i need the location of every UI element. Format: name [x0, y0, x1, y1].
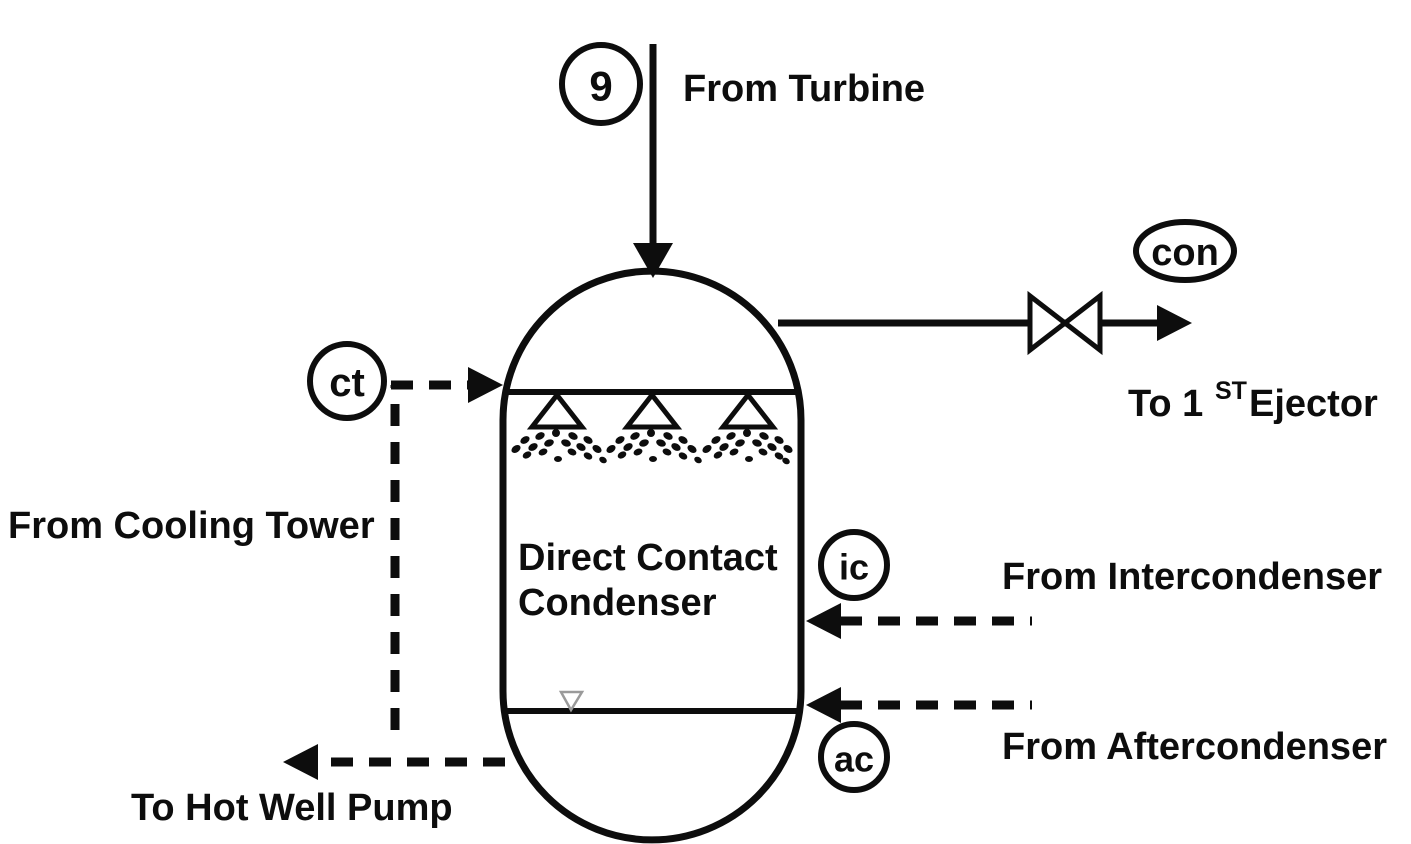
- liquid-level: [505, 690, 800, 714]
- stream-tag-ac: ac: [818, 721, 890, 793]
- tag-con-label: con: [1151, 232, 1219, 274]
- turbine-inlet-pipe: [633, 44, 673, 278]
- valve-left-triangle: [1027, 290, 1070, 356]
- tag-con-ellipse: [1133, 219, 1237, 283]
- gate-valve-con[interactable]: [1027, 290, 1103, 356]
- label-to-hot-well-pump: To Hot Well Pump: [131, 787, 453, 829]
- aftercondenser-feed-line: [806, 687, 1032, 723]
- label-to-first-ejector: To 1 ST Ejector: [1128, 377, 1378, 425]
- intercondenser-arrowhead: [806, 603, 841, 639]
- spray-nozzle-1-droplets: [511, 429, 607, 464]
- tag-ic-circle: [818, 529, 890, 601]
- tag-ct-label: ct: [329, 361, 365, 405]
- turbine-inlet-arrowhead: [633, 243, 673, 278]
- tag-ic-label: ic: [839, 547, 869, 588]
- spray-nozzle-3-cone: [717, 390, 779, 430]
- stream-tag-con: con: [1133, 219, 1237, 283]
- tag-ac-label: ac: [834, 739, 874, 780]
- spray-nozzle-2-droplets: [606, 429, 702, 464]
- tag-ac-circle: [818, 721, 890, 793]
- cooling-tower-feed-line: [390, 367, 503, 730]
- aftercondenser-arrowhead: [806, 687, 841, 723]
- spray-nozzle-2: [606, 390, 702, 464]
- tag-9-label: 9: [589, 63, 612, 110]
- spray-nozzle-3-droplets: [702, 429, 793, 465]
- stream-tag-ct: ct: [307, 341, 387, 421]
- spray-header-assembly: [503, 389, 801, 465]
- equipment-label-line1: Direct Contact: [518, 537, 778, 579]
- spray-nozzle-1-cone: [526, 390, 588, 430]
- ejector-outlet-arrowhead: [1157, 305, 1192, 341]
- spray-nozzle-3: [702, 390, 793, 465]
- cooling-tower-arrowhead: [468, 367, 503, 403]
- tag-ct-circle: [307, 341, 387, 421]
- liquid-level-indicator-triangle: [558, 690, 585, 713]
- label-from-cooling-tower: From Cooling Tower: [8, 505, 375, 547]
- spray-nozzle-1: [511, 390, 607, 464]
- intercondenser-feed-line: [806, 603, 1032, 639]
- equipment-label: Direct Contact Condenser: [518, 537, 778, 624]
- label-from-turbine: From Turbine: [683, 68, 925, 110]
- stream-tag-9: 9: [559, 42, 643, 126]
- label-to-first-ejector-superscript: ST: [1215, 377, 1247, 405]
- hot-well-arrowhead: [283, 744, 318, 780]
- spray-nozzle-2-cone: [621, 390, 683, 430]
- label-from-aftercondenser: From Aftercondenser: [1002, 726, 1387, 768]
- stream-tag-ic: ic: [818, 529, 890, 601]
- hot-well-outlet-line: [283, 744, 505, 780]
- label-to-first-ejector-suffix: Ejector: [1249, 383, 1378, 425]
- ejector-outlet-pipe: [778, 305, 1192, 341]
- label-from-intercondenser: From Intercondenser: [1002, 556, 1382, 598]
- label-to-first-ejector-main: To 1: [1128, 383, 1203, 425]
- valve-right-triangle: [1060, 290, 1103, 356]
- equipment-label-line2: Condenser: [518, 582, 717, 624]
- tag-9-circle: [559, 42, 643, 126]
